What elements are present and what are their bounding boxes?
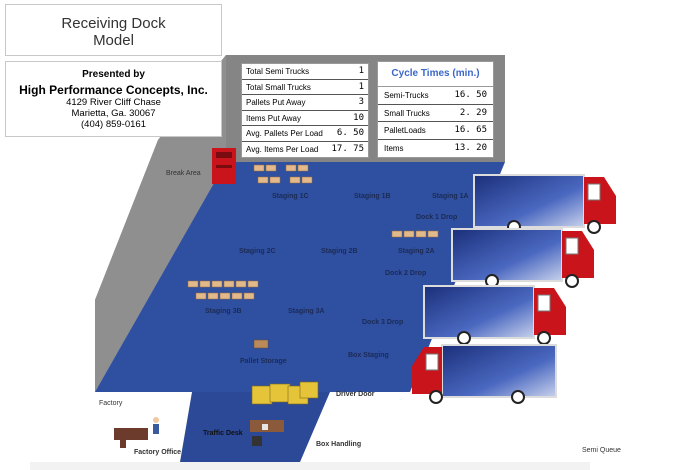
cycle-row: Items 13. 20 — [378, 140, 493, 158]
staging-3a-label: Staging 3A — [288, 308, 325, 315]
stat-label: Total Small Trucks — [246, 82, 311, 92]
truck-1 — [473, 174, 616, 234]
cycle-label: Items — [384, 143, 404, 153]
presented-by-label: Presented by — [82, 69, 145, 80]
pallet-cluster-2a — [391, 230, 439, 238]
company-address1: 4129 River Cliff Chase — [66, 97, 161, 108]
stat-value: 3 — [358, 97, 364, 107]
stat-value: 6. 50 — [336, 128, 364, 138]
stats-row: Total Small Trucks 1 — [242, 80, 368, 95]
dock-3-drop-label: Dock 3 Drop — [362, 319, 404, 326]
stats-row: Items Put Away 10 — [242, 111, 368, 126]
driver-door-label: Driver Door — [336, 391, 375, 398]
truck-2 — [451, 228, 594, 288]
cycle-value: 16. 65 — [454, 125, 487, 135]
cycle-label: Small Trucks — [384, 108, 430, 118]
stats-row: Total Semi Trucks 1 — [242, 64, 368, 80]
model-title-line1: Receiving Dock — [61, 15, 166, 32]
company-phone: (404) 859-0161 — [81, 119, 146, 130]
staging-2c-label: Staging 2C — [239, 248, 276, 255]
pallet-storage-label: Pallet Storage — [240, 358, 287, 365]
dock-1-drop-label: Dock 1 Drop — [416, 214, 458, 221]
company-address2: Marietta, Ga. 30067 — [71, 108, 156, 119]
cycle-value: 2. 29 — [459, 107, 487, 118]
stats-row: Avg. Items Per Load 17. 75 — [242, 142, 368, 158]
stat-value: 1 — [358, 81, 364, 92]
cycle-times-table: Cycle Times (min.) Semi-Trucks 16. 50 Sma… — [377, 61, 494, 158]
dock-2-drop-label: Dock 2 Drop — [385, 270, 427, 277]
factory-office-label: Factory Office — [134, 449, 182, 456]
truck-queue — [412, 344, 557, 404]
cycle-row: Small Trucks 2. 29 — [378, 105, 493, 122]
staging-1b-label: Staging 1B — [354, 193, 391, 200]
pallet-cluster-3b — [187, 280, 259, 300]
cycle-label: Semi-Trucks — [384, 91, 429, 100]
pallet-cluster-1c — [253, 164, 313, 184]
stat-value: 17. 75 — [331, 143, 364, 154]
staging-1c-label: Staging 1C — [272, 193, 309, 200]
forklift-group — [251, 381, 319, 405]
factory-label: Factory — [99, 400, 123, 407]
cycle-times-header: Cycle Times (min.) — [378, 62, 493, 87]
truck-3 — [423, 285, 566, 345]
stats-row: Pallets Put Away 3 — [242, 95, 368, 111]
staging-2b-label: Staging 2B — [321, 248, 358, 255]
cycle-value: 16. 50 — [454, 90, 487, 100]
cycle-row: PalletLoads 16. 65 — [378, 122, 493, 140]
pallet-storage-icon — [253, 339, 269, 349]
break-area-icon — [212, 148, 236, 184]
staging-3b-label: Staging 3B — [205, 308, 242, 315]
company-info-box: Presented by High Performance Concepts, … — [5, 61, 222, 137]
traffic-desk-icon — [250, 420, 284, 446]
break-area-label: Break Area — [166, 170, 201, 177]
stat-value: 10 — [353, 112, 364, 123]
box-handling-label: Box Handling — [316, 441, 362, 448]
model-title-line2: Model — [93, 32, 134, 49]
stat-label: Pallets Put Away — [246, 98, 306, 107]
cycle-row: Semi-Trucks 16. 50 — [378, 87, 493, 105]
semi-queue-label: Semi Queue — [582, 447, 621, 454]
stat-label: Items Put Away — [246, 113, 301, 123]
company-name: High Performance Concepts, Inc. — [19, 83, 208, 97]
cycle-label: PalletLoads — [384, 126, 426, 135]
warehouse-floor — [95, 162, 505, 392]
stats-row: Avg. Pallets Per Load 6. 50 — [242, 126, 368, 142]
staging-2a-label: Staging 2A — [398, 248, 435, 255]
stat-value: 1 — [358, 66, 364, 76]
staging-1a-label: Staging 1A — [432, 193, 469, 200]
cycle-value: 13. 20 — [454, 142, 487, 153]
stat-label: Total Semi Trucks — [246, 67, 310, 76]
model-title-box: Receiving Dock Model — [5, 4, 222, 56]
factory-office-icon — [114, 417, 159, 448]
stat-label: Avg. Items Per Load — [246, 144, 319, 154]
box-staging-label: Box Staging — [348, 352, 389, 359]
stats-table: Total Semi Trucks 1 Total Small Trucks 1 P… — [241, 63, 369, 158]
stat-label: Avg. Pallets Per Load — [246, 129, 323, 138]
traffic-desk-label: Traffic Desk — [203, 430, 243, 437]
